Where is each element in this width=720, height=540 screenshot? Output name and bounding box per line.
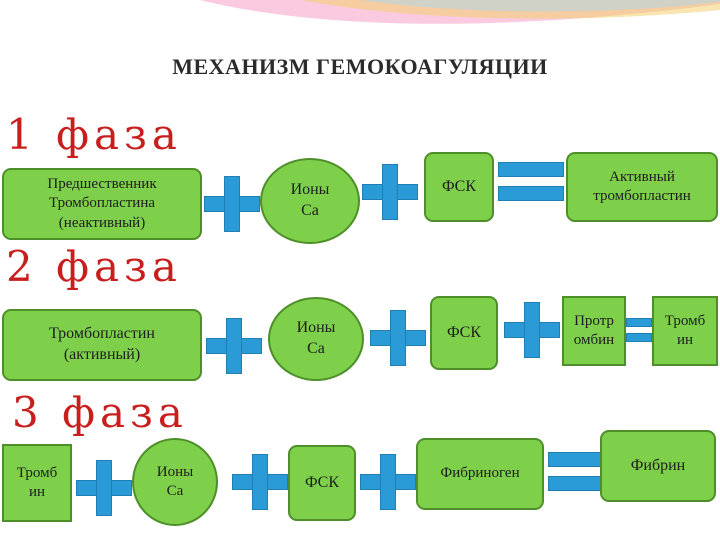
thrombin-line-2: ин xyxy=(28,484,46,500)
ions-line-1: Ионы xyxy=(156,463,194,480)
calcium-ions-circle: Ионы Са xyxy=(260,158,360,244)
thromboplastin-line-1: Тромбопластин xyxy=(49,325,155,343)
thrombin-line-1: Тромб xyxy=(664,312,706,329)
prothrombin-line-2: омбин xyxy=(573,332,615,348)
plus-icon xyxy=(76,460,132,516)
thrombin-line-2: ин xyxy=(676,332,694,348)
precursor-line-2: Тромбопластина xyxy=(48,195,156,212)
thrombin-box: Тромб ин xyxy=(652,296,718,366)
calcium-ions-circle: Ионы Са xyxy=(132,438,218,526)
prothrombin-line-1: Протр xyxy=(574,312,614,329)
fsk-box: ФСК xyxy=(288,445,356,521)
fsk-box: ФСК xyxy=(430,296,498,370)
plus-icon xyxy=(360,454,416,510)
thrombin-line-1: Тромб xyxy=(16,464,58,481)
phase-1-label: 1 фаза xyxy=(6,110,182,159)
ions-line-2: Са xyxy=(301,202,319,219)
calcium-ions-circle: Ионы Са xyxy=(268,297,364,381)
plus-icon xyxy=(504,302,560,358)
phase-2-label: 2 фаза xyxy=(6,242,182,291)
precursor-thromboplastin-box: Предшественник Тромбопластина (неактивны… xyxy=(2,168,202,240)
active-thromboplastin-box: Активный тромбопластин xyxy=(566,152,718,222)
fibrin-box: Фибрин xyxy=(600,430,716,502)
result-line-2: тромбопластин xyxy=(593,188,691,204)
ions-line-2: Са xyxy=(307,340,325,357)
fibrinogen-box: Фибриноген xyxy=(416,438,544,510)
ions-line-1: Ионы xyxy=(290,181,330,199)
phase-3-label: 3 фаза xyxy=(12,388,188,437)
plus-icon xyxy=(206,318,262,374)
page-title: МЕХАНИЗМ ГЕМОКОАГУЛЯЦИИ xyxy=(172,54,548,79)
plus-icon xyxy=(232,454,288,510)
ions-line-2: Са xyxy=(166,483,184,499)
plus-icon xyxy=(204,176,260,232)
thromboplastin-line-2: (активный) xyxy=(63,346,141,363)
result-line-1: Активный xyxy=(609,168,675,185)
precursor-line-3: (неактивный) xyxy=(58,214,146,231)
thrombin-box: Тромб ин xyxy=(2,444,72,522)
plus-icon xyxy=(362,164,418,220)
fsk-box: ФСК xyxy=(424,152,494,222)
precursor-line-1: Предшественник xyxy=(47,175,157,192)
plus-icon xyxy=(370,310,426,366)
prothrombin-box: Протр омбин xyxy=(562,296,626,366)
decorative-header-waves xyxy=(200,0,720,24)
ions-line-1: Ионы xyxy=(296,319,336,337)
active-thromboplastin-box: Тромбопластин (активный) xyxy=(2,309,202,381)
